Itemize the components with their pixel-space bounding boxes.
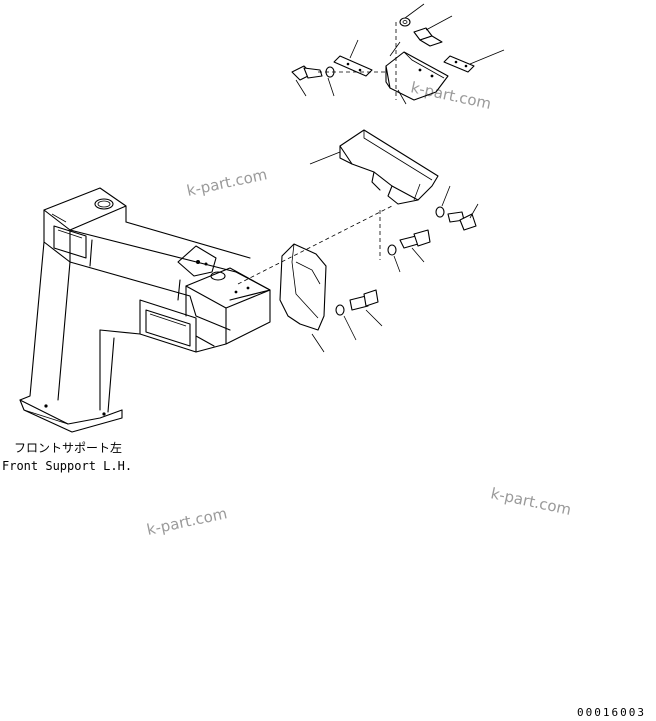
front-support-frame [19, 187, 271, 433]
caption-japanese: フロントサポート左 [14, 440, 122, 455]
watermark-2: k-part.com [185, 165, 269, 200]
watermark-3: k-part.com [489, 484, 573, 519]
drawing-number: 00016003 [577, 706, 646, 719]
caption-english: Front Support L.H. [2, 459, 132, 473]
front-cover-plate [279, 243, 383, 353]
watermark-4: k-part.com [145, 504, 229, 539]
top-bracket-assembly [291, 3, 505, 105]
watermark-1: k-part.com [409, 78, 493, 113]
rear-cover-assembly [237, 129, 479, 285]
